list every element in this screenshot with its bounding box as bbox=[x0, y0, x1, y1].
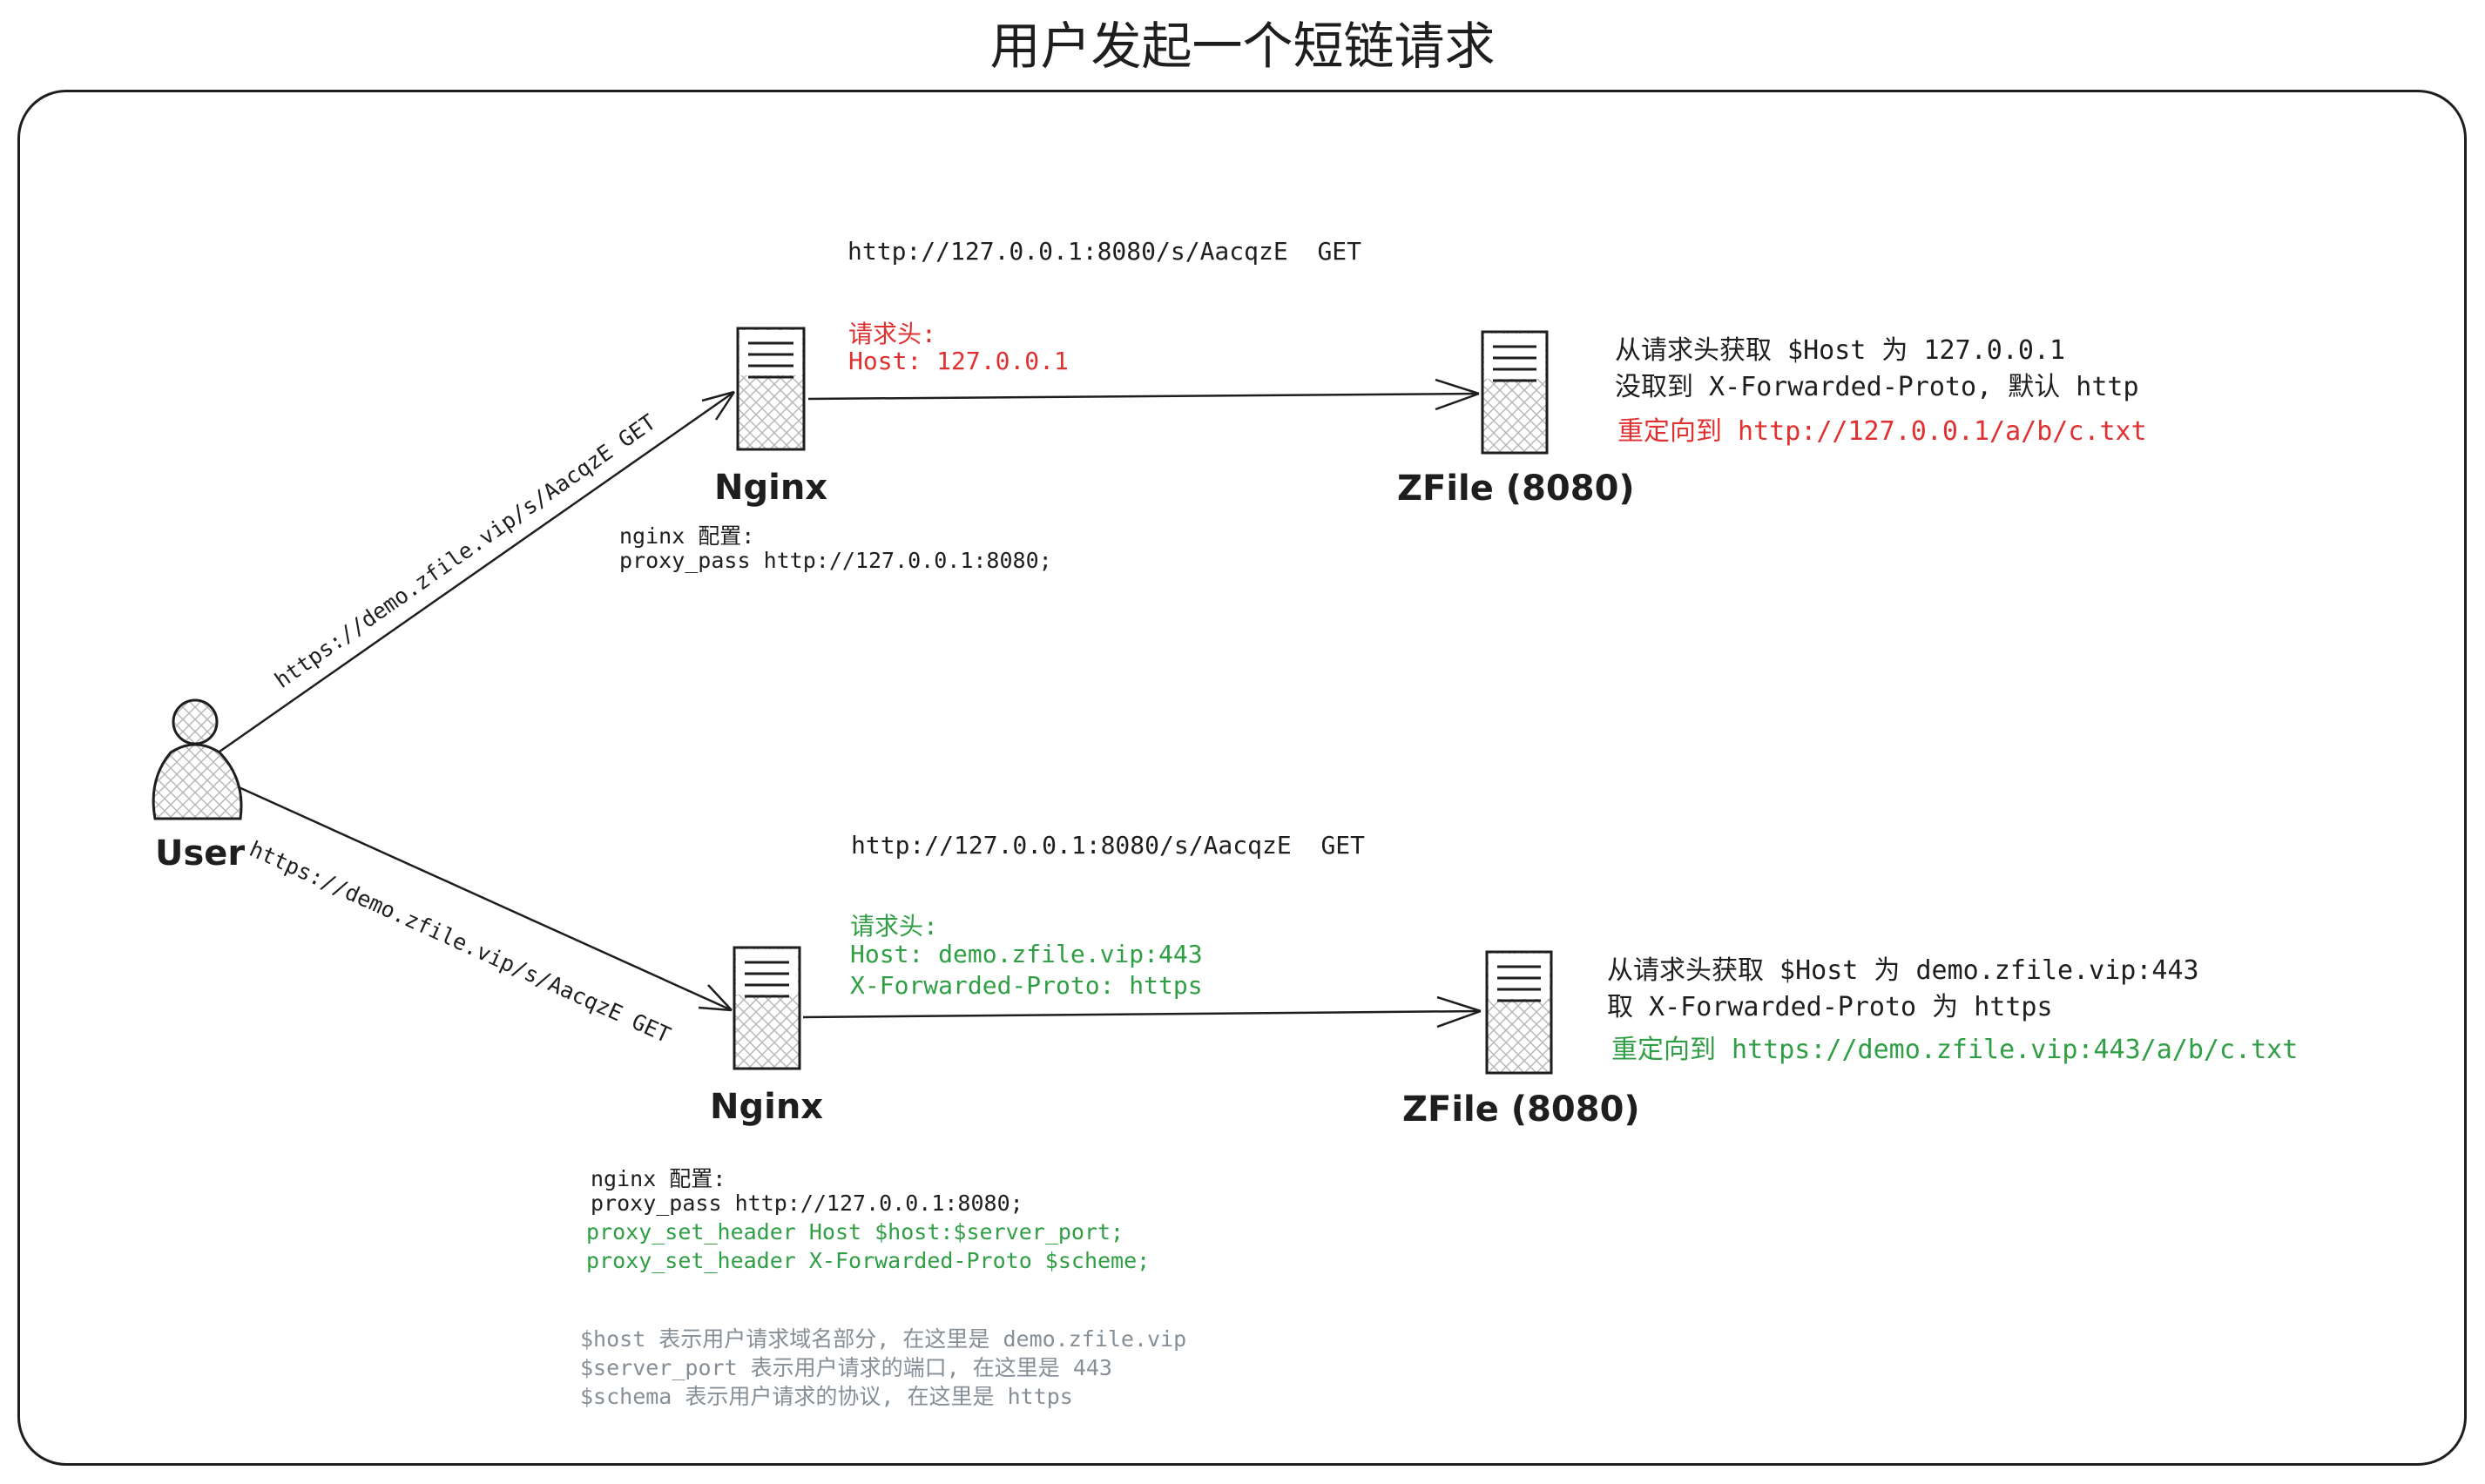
variable-note: $host 表示用户请求域名部分, 在这里是 demo.zfile.vip bbox=[580, 1326, 1187, 1352]
bottom-upstream-request: http://127.0.0.1:8080/s/AacqzE GET bbox=[851, 831, 1366, 860]
diagram-frame bbox=[17, 90, 2467, 1466]
arrow-user-to-nginx-top bbox=[219, 390, 736, 753]
bottom-zfile-label: ZFile (8080) bbox=[1402, 1089, 1640, 1130]
bottom-nginx-config-extra: proxy_set_header X-Forwarded-Proto $sche… bbox=[586, 1248, 1151, 1273]
top-nginx-config-line: proxy_pass http://127.0.0.1:8080; bbox=[619, 548, 1052, 573]
top-nginx-label: Nginx bbox=[714, 468, 828, 508]
bottom-header-proto: X-Forwarded-Proto: https bbox=[850, 971, 1203, 1000]
server-icon bbox=[1481, 330, 1549, 455]
bottom-redirect: 重定向到 https://demo.zfile.vip:443/a/b/c.tx… bbox=[1611, 1035, 2299, 1065]
top-redirect: 重定向到 http://127.0.0.1/a/b/c.txt bbox=[1617, 416, 2147, 447]
variable-note: $schema 表示用户请求的协议, 在这里是 https bbox=[580, 1384, 1073, 1409]
top-header-host: Host: 127.0.0.1 bbox=[848, 347, 1069, 375]
bottom-header-host: Host: demo.zfile.vip:443 bbox=[850, 940, 1203, 968]
top-headers-title: 请求头: bbox=[848, 320, 936, 348]
server-icon bbox=[1485, 950, 1553, 1075]
bottom-nginx-config-extra: proxy_set_header Host $host:$server_port… bbox=[586, 1219, 1124, 1245]
bottom-headers-title: 请求头: bbox=[850, 912, 938, 941]
bottom-nginx-config-line: nginx 配置: bbox=[591, 1166, 726, 1191]
arrow-nginx-to-zfile-top bbox=[807, 378, 1480, 411]
bottom-nginx-config-line: proxy_pass http://127.0.0.1:8080; bbox=[591, 1191, 1023, 1216]
arrow-user-to-nginx-bottom bbox=[236, 785, 733, 1012]
diagram-title: 用户发起一个短链请求 bbox=[989, 17, 1496, 76]
top-nginx-config-line: nginx 配置: bbox=[619, 523, 755, 549]
user-label: User bbox=[155, 833, 246, 874]
top-zfile-note: 从请求头获取 $Host 为 127.0.0.1 bbox=[1615, 335, 2066, 366]
variable-note: $server_port 表示用户请求的端口, 在这里是 443 bbox=[580, 1355, 1112, 1380]
server-icon bbox=[736, 327, 806, 451]
bottom-nginx-label: Nginx bbox=[710, 1087, 824, 1127]
bottom-zfile-note: 从请求头获取 $Host 为 demo.zfile.vip:443 bbox=[1607, 955, 2199, 986]
user-icon bbox=[152, 698, 243, 820]
top-zfile-label: ZFile (8080) bbox=[1397, 469, 1635, 509]
top-zfile-note: 没取到 X-Forwarded-Proto, 默认 http bbox=[1615, 372, 2139, 402]
arrow-nginx-to-zfile-bottom bbox=[802, 995, 1482, 1029]
top-upstream-request: http://127.0.0.1:8080/s/AacqzE GET bbox=[847, 237, 1362, 266]
server-icon bbox=[733, 946, 801, 1070]
bottom-zfile-note: 取 X-Forwarded-Proto 为 https bbox=[1607, 992, 2053, 1022]
